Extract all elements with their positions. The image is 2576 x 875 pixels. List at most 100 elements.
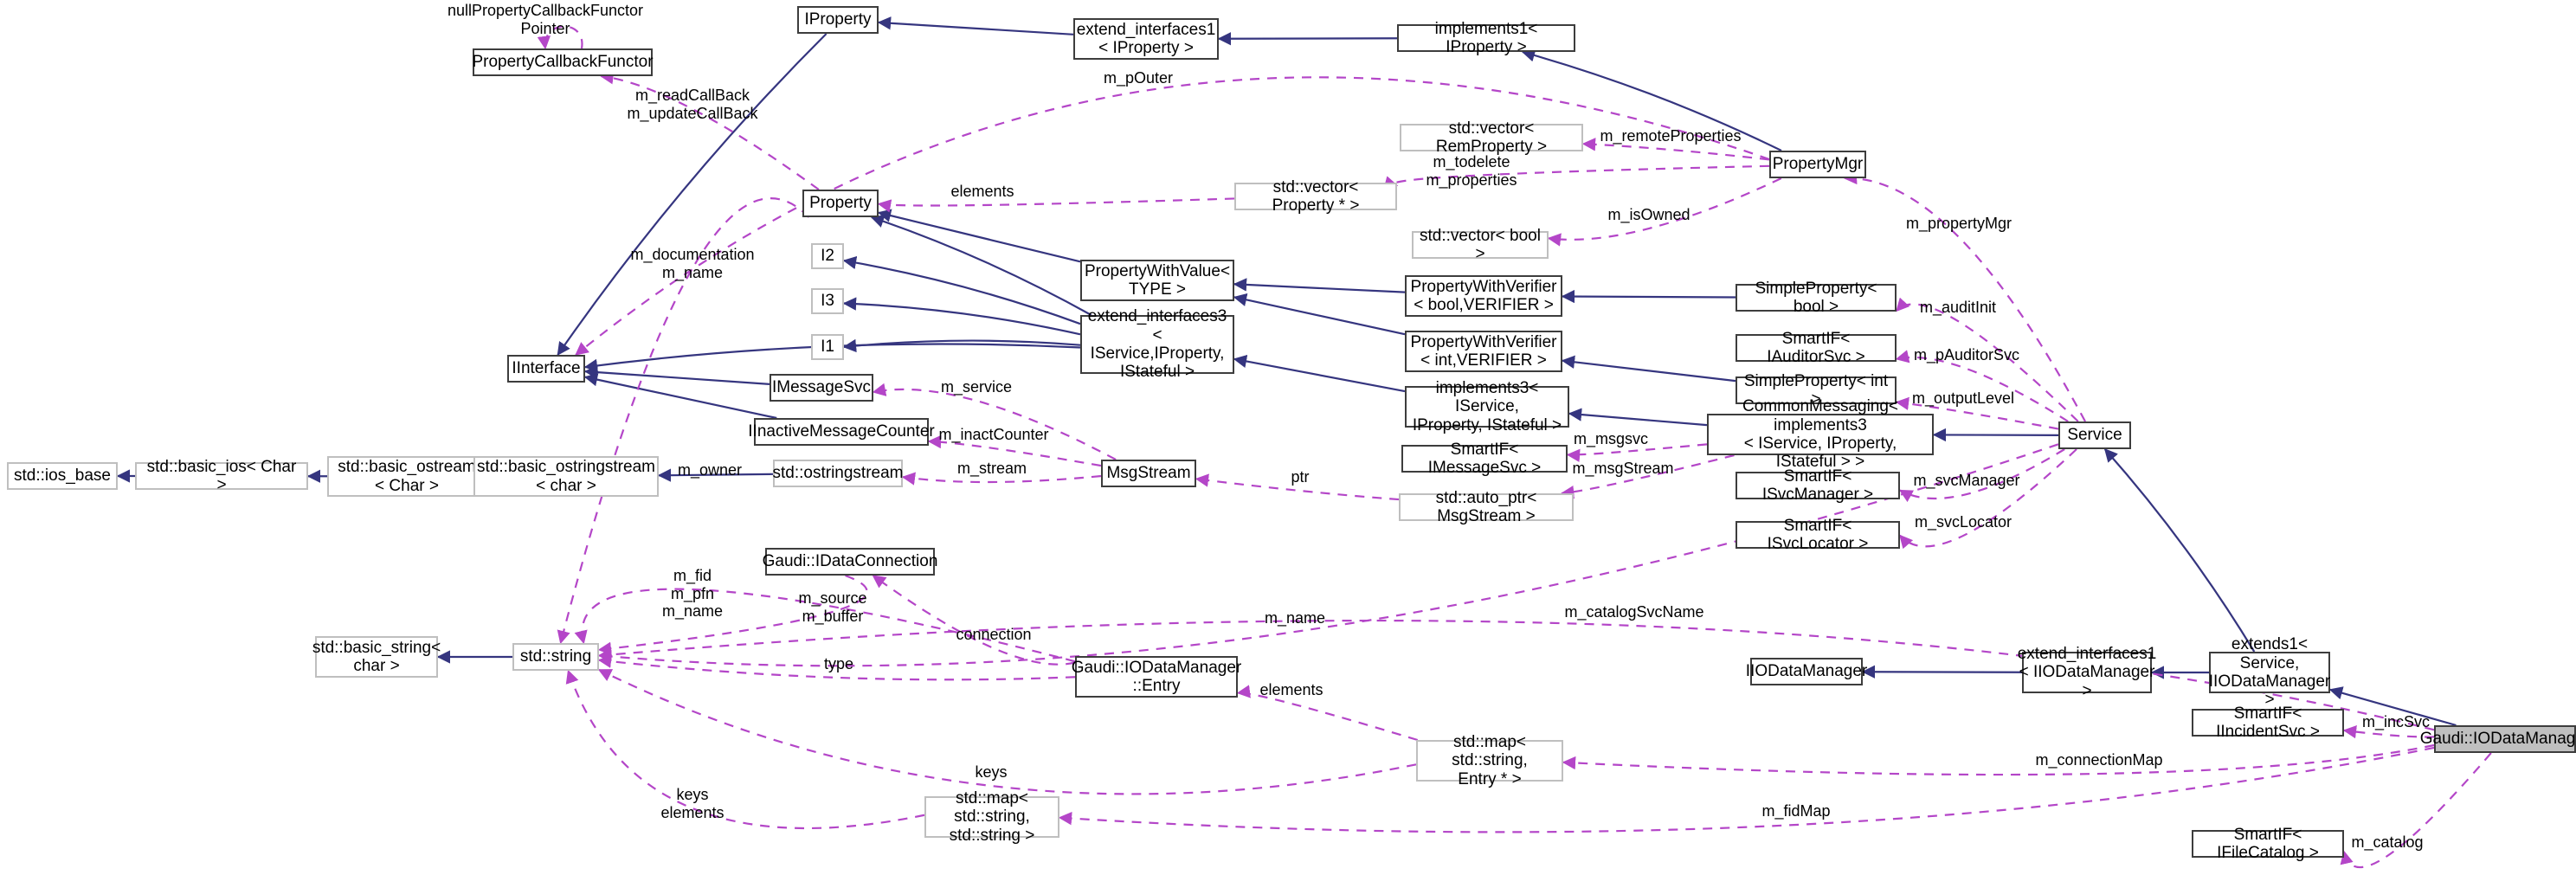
usage-edge xyxy=(597,619,2435,731)
edge-label: elements xyxy=(1259,681,1323,698)
class-node[interactable]: extend_interfaces1 < IProperty > xyxy=(1073,18,1219,60)
class-node[interactable]: std::auto_ptr< MsgStream > xyxy=(1399,489,1574,525)
inheritance-edge xyxy=(842,255,1081,325)
class-node[interactable]: Gaudi::IDataConnection xyxy=(763,548,937,576)
edge-label: m_catalog xyxy=(2351,833,2424,851)
class-node[interactable]: IIODataManager xyxy=(1746,658,1867,685)
class-node[interactable]: IMessageSvc xyxy=(770,374,873,402)
class-node-label: IProperty xyxy=(804,10,872,29)
class-node-label: SimpleProperty< int > xyxy=(1743,371,1889,409)
class-node[interactable]: std::basic_string< char > xyxy=(312,636,441,678)
inheritance-edge xyxy=(1233,354,1406,393)
edge-label: m_source m_buffer xyxy=(798,589,867,625)
class-node[interactable]: implements3< IService, IProperty, IState… xyxy=(1405,379,1569,434)
class-node[interactable]: implements1< IProperty > xyxy=(1397,20,1575,56)
class-node-label: MsgStream xyxy=(1106,464,1191,483)
class-node[interactable]: SmartIF< ISvcLocator > xyxy=(1736,517,1900,553)
class-node[interactable]: I2 xyxy=(811,243,844,269)
edge-label: m_todelete m_properties xyxy=(1426,153,1517,189)
class-node-label: implements3< IService, IProperty, IState… xyxy=(1412,379,1562,434)
class-node-label: I1 xyxy=(821,338,834,357)
edge-label: m_remoteProperties xyxy=(1600,127,1742,145)
class-node-label: std::vector< RemProperty > xyxy=(1435,119,1548,156)
class-node-label: std::basic_string< char > xyxy=(312,638,441,675)
class-node[interactable]: Gaudi::IODataManager ::Entry xyxy=(1071,656,1242,698)
usage-edge xyxy=(565,669,925,830)
class-node[interactable]: PropertyCallbackFunctor xyxy=(472,48,654,76)
class-node-label: extends1< Service, IIODataManager > xyxy=(2208,635,2331,710)
class-node[interactable]: IInactiveMessageCounter xyxy=(748,418,935,446)
edge-label: elements xyxy=(950,183,1014,200)
class-node[interactable]: Service xyxy=(2058,421,2131,449)
class-node[interactable]: std::vector< RemProperty > xyxy=(1400,119,1583,156)
class-node[interactable]: SmartIF< IIncidentSvc > xyxy=(2192,705,2344,741)
class-node[interactable]: PropertyWithVerifier < int,VERIFIER > xyxy=(1405,331,1562,372)
edge-label: type xyxy=(823,655,854,672)
class-node[interactable]: Property xyxy=(802,190,879,217)
class-node[interactable]: PropertyWithValue< TYPE > xyxy=(1080,260,1234,301)
edge-label: m_connectionMap xyxy=(2035,751,2163,769)
usage-edge xyxy=(877,197,1235,213)
usage-edge xyxy=(1058,746,2435,833)
class-node[interactable]: I1 xyxy=(811,334,844,360)
class-node[interactable]: IInterface xyxy=(507,355,585,383)
class-node-label: CommonMessaging< implements3 < IService,… xyxy=(1742,397,1899,472)
inheritance-edge xyxy=(2103,448,2256,653)
class-node[interactable]: SmartIF< IFileCatalog > xyxy=(2192,826,2344,862)
edge-label: connection xyxy=(956,626,1032,643)
class-node[interactable]: std::vector< bool > xyxy=(1412,227,1549,263)
class-node[interactable]: SimpleProperty< bool > xyxy=(1736,280,1897,316)
class-node[interactable]: std::ostringstream xyxy=(772,460,904,487)
class-node[interactable]: Gaudi::IODataManager xyxy=(2420,725,2576,753)
class-node[interactable]: std::basic_ostream < Char > xyxy=(327,456,486,497)
class-node[interactable]: std::string xyxy=(512,643,599,671)
class-node[interactable]: SimpleProperty< int > xyxy=(1736,372,1897,409)
class-node[interactable]: MsgStream xyxy=(1101,460,1196,487)
class-node-label: std::vector< Property * > xyxy=(1272,177,1360,215)
class-node[interactable]: std::basic_ostringstream < char > xyxy=(473,456,659,497)
inheritance-edge xyxy=(583,365,770,385)
class-node[interactable]: SmartIF< IMessageSvc > xyxy=(1401,441,1568,477)
inheritance-edge xyxy=(557,33,828,357)
edge-label: keys elements xyxy=(660,786,724,821)
class-node[interactable]: std::vector< Property * > xyxy=(1234,178,1397,215)
class-node[interactable]: SmartIF< IAuditorSvc > xyxy=(1736,330,1897,366)
class-node-label: std::ostringstream xyxy=(772,464,904,483)
class-node-label: Service xyxy=(2067,426,2122,445)
edge-label: m_auditInit xyxy=(1919,299,1997,316)
edge-label: m_inactCounter xyxy=(938,426,1049,443)
class-node[interactable]: std::map< std::string, std::string > xyxy=(924,789,1059,845)
class-node[interactable]: std::basic_ios< Char > xyxy=(135,458,308,494)
edge-label: m_pOuter xyxy=(1103,69,1174,87)
inheritance-edge xyxy=(1233,278,1406,293)
class-node[interactable]: PropertyMgr xyxy=(1769,151,1866,178)
class-node[interactable]: IProperty xyxy=(797,6,879,34)
class-node[interactable]: I3 xyxy=(811,288,844,314)
edge-label: m_service xyxy=(940,378,1013,396)
class-node-label: std::basic_ostream < Char > xyxy=(338,458,476,495)
class-node[interactable]: PropertyWithVerifier < bool,VERIFIER > xyxy=(1405,275,1562,317)
class-node-label: PropertyWithValue< TYPE > xyxy=(1084,261,1231,299)
class-node[interactable]: CommonMessaging< implements3 < IService,… xyxy=(1707,397,1934,471)
class-node-label: IInactiveMessageCounter xyxy=(748,422,935,441)
class-node[interactable]: extend_interfaces3 < IService,IProperty,… xyxy=(1080,307,1234,381)
inheritance-edge xyxy=(842,297,1081,336)
edge-label: m_msgStream xyxy=(1572,460,1674,477)
class-node[interactable]: std::ios_base xyxy=(7,462,118,490)
class-node-label: PropertyMgr xyxy=(1772,155,1864,174)
edge-label: m_fid m_pfn m_name xyxy=(661,567,724,621)
class-node-label: I3 xyxy=(821,292,834,311)
class-node-label: Gaudi::IODataManager ::Entry xyxy=(1071,658,1242,695)
class-node-label: extend_interfaces3 < IService,IProperty,… xyxy=(1087,307,1227,382)
class-node[interactable]: std::map< std::string, Entry * > xyxy=(1416,733,1563,788)
class-node-label: SmartIF< ISvcLocator > xyxy=(1767,516,1869,553)
edge-label: keys xyxy=(975,763,1008,781)
edge-label: m_svcManager xyxy=(1913,472,2020,489)
class-node[interactable]: extend_interfaces1 < IIODataManager > xyxy=(2018,645,2157,700)
class-node[interactable]: extends1< Service, IIODataManager > xyxy=(2209,635,2330,709)
class-node[interactable]: SmartIF< ISvcManager > xyxy=(1736,467,1900,504)
class-node-label: implements1< IProperty > xyxy=(1434,19,1538,56)
class-node-label: SimpleProperty< bool > xyxy=(1755,279,1877,316)
